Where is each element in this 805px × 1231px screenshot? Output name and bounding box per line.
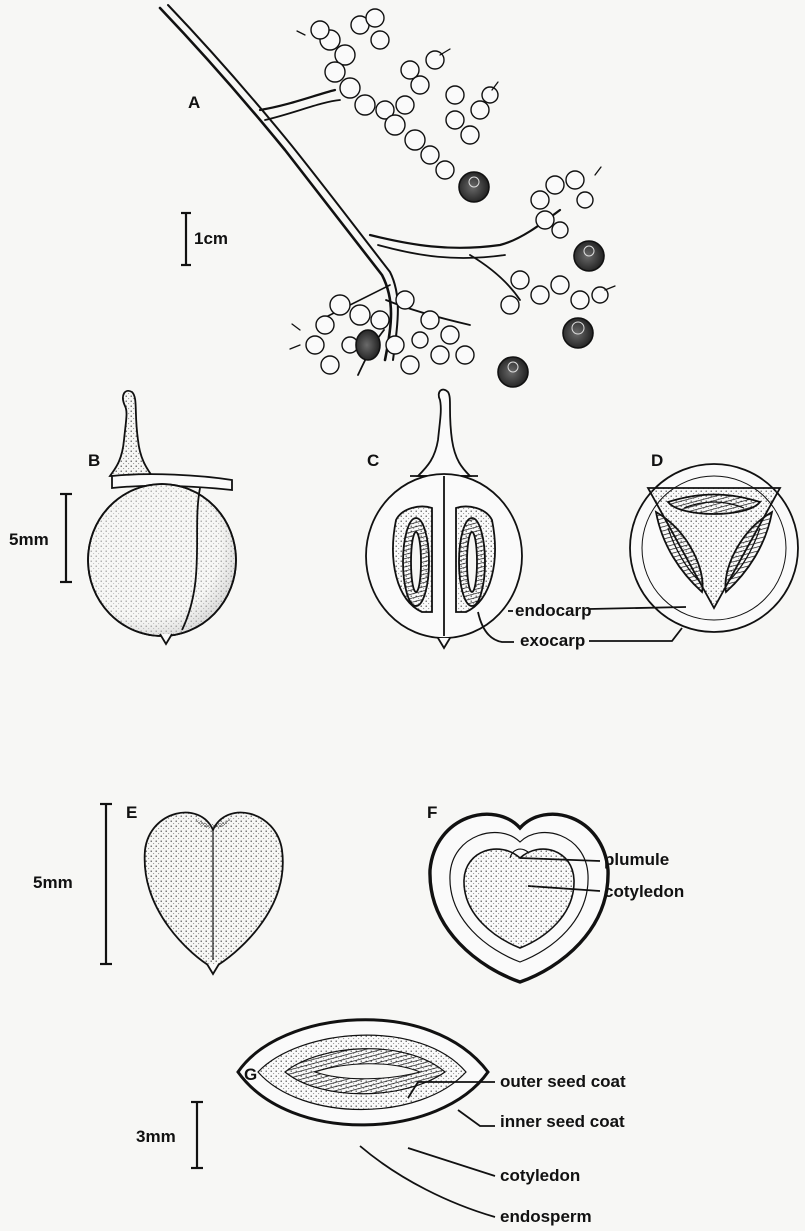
label-exocarp: exocarp <box>520 632 585 649</box>
panel-label-b: B <box>88 452 100 469</box>
panel-c-section <box>366 390 522 648</box>
panel-b-fruit <box>88 391 236 644</box>
panel-label-f: F <box>427 804 437 821</box>
scale-label-ef: 5mm <box>33 874 73 891</box>
label-outer-seed-coat: outer seed coat <box>500 1073 626 1090</box>
scale-label-bcd: 5mm <box>9 531 49 548</box>
panel-label-c: C <box>367 452 379 469</box>
upper-branch <box>260 90 335 110</box>
panel-g-embryo-section <box>238 1020 488 1125</box>
panel-label-g: G <box>244 1066 257 1083</box>
panel-label-e: E <box>126 804 137 821</box>
label-endocarp: endocarp <box>515 602 592 619</box>
label-plumule: plumule <box>604 851 669 868</box>
panel-a-infructescence <box>160 5 615 387</box>
label-cotyledon-g: cotyledon <box>500 1167 580 1184</box>
scale-label-g: 3mm <box>136 1128 176 1145</box>
label-inner-seed-coat: inner seed coat <box>500 1113 625 1130</box>
label-endosperm: endosperm <box>500 1208 592 1225</box>
scale-bar-bcd <box>60 494 72 582</box>
scale-label-a: 1cm <box>194 230 228 247</box>
scale-bar-ef <box>100 804 112 964</box>
panel-f-seed-section <box>430 814 608 982</box>
right-branch <box>370 210 560 248</box>
panel-e-seed <box>145 813 283 974</box>
panel-label-a: A <box>188 94 200 111</box>
panel-label-d: D <box>651 452 663 469</box>
scale-bar-g <box>191 1102 203 1168</box>
label-cotyledon-f: cotyledon <box>604 883 684 900</box>
scale-bar-a <box>181 213 191 265</box>
